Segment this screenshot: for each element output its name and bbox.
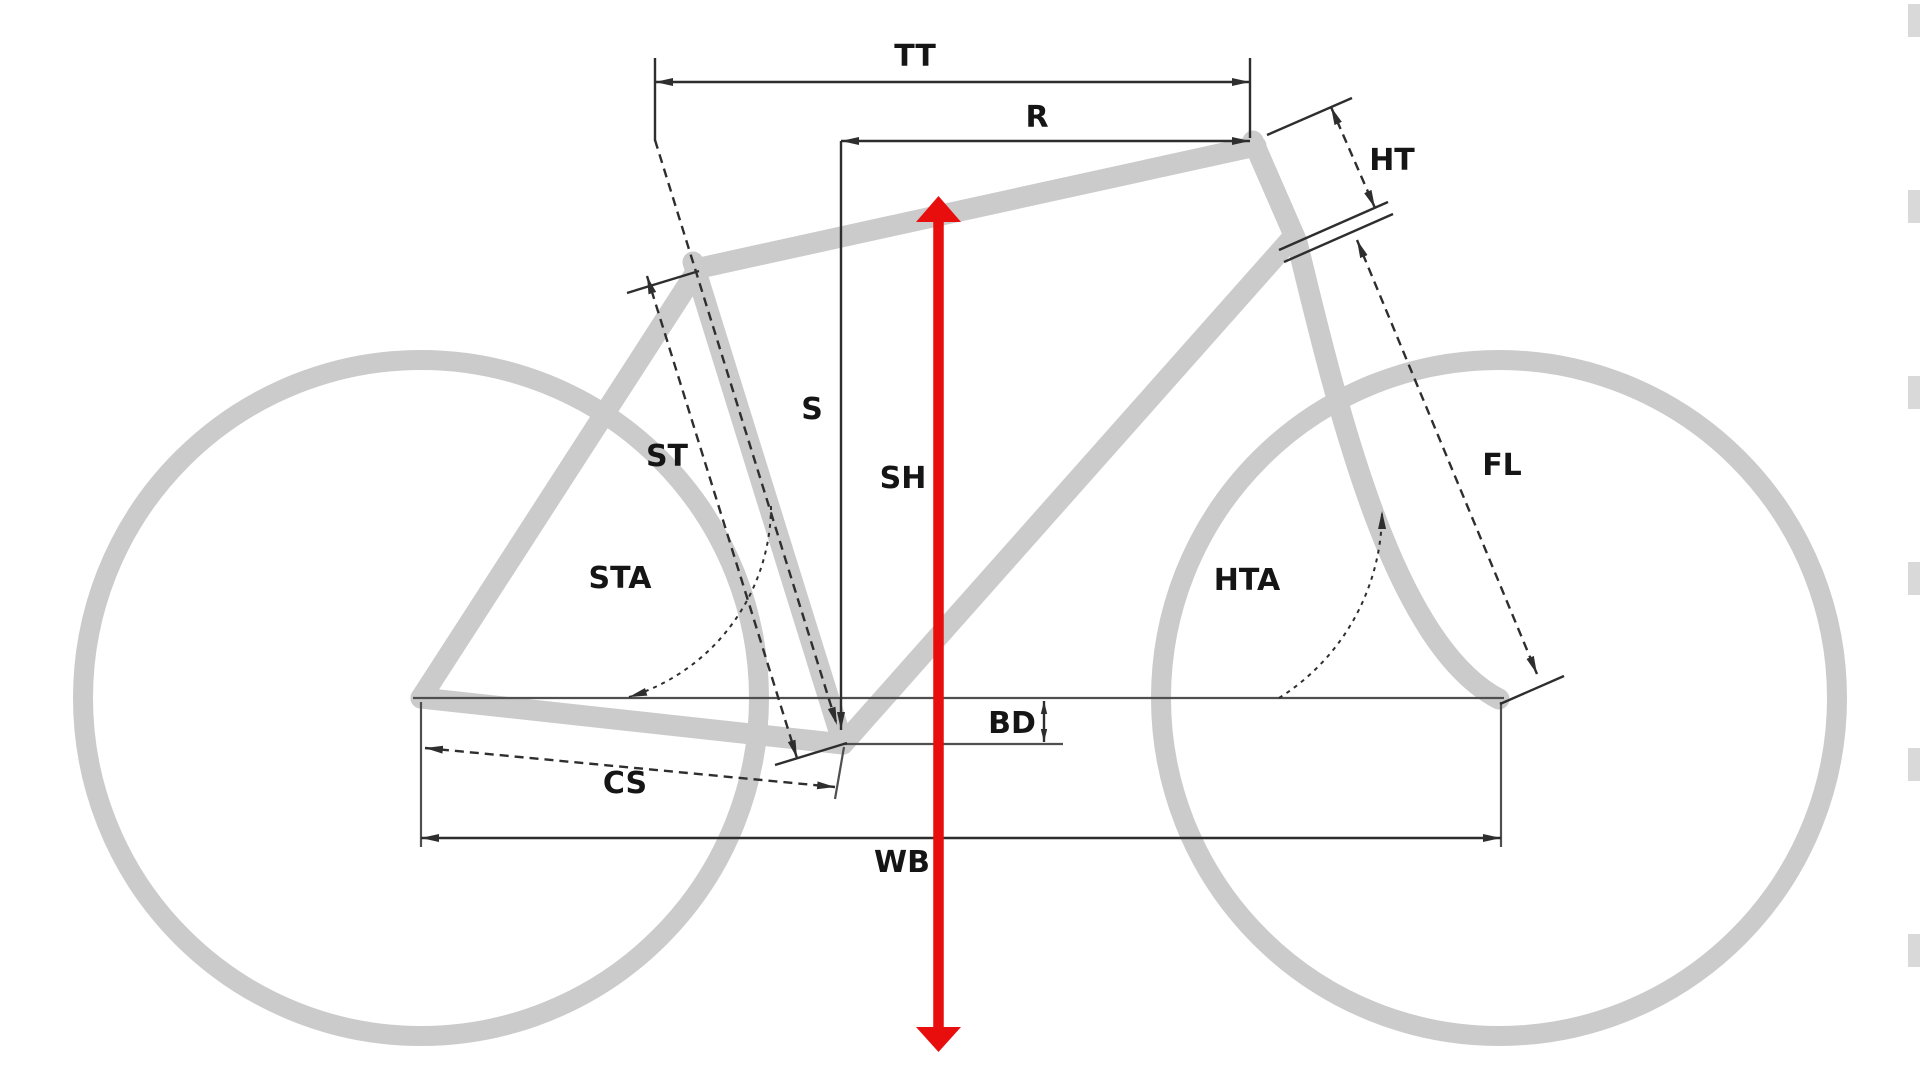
head-tube: [1242, 130, 1308, 253]
ht-tick-bottom-b: [1283, 212, 1394, 264]
label-ht: HT: [1369, 143, 1415, 178]
ht-dimension-line: [1329, 106, 1377, 209]
label-sh: SH: [880, 461, 927, 496]
label-stack: S: [801, 392, 823, 427]
dimension-labels: TT R HT S SH ST STA HTA FL BD CS WB: [589, 39, 1522, 880]
label-tt: TT: [894, 39, 936, 74]
bike-silhouette: [73, 130, 1847, 1046]
reference-lines: [413, 696, 1504, 847]
label-st: ST: [646, 439, 689, 474]
st-dimension-line: [645, 275, 799, 759]
label-fl: FL: [1482, 448, 1522, 483]
label-cs: CS: [603, 766, 647, 801]
standover-arrow-head-bottom: [916, 1027, 961, 1052]
label-hta: HTA: [1214, 563, 1281, 598]
label-sta: STA: [589, 561, 653, 596]
seat-stay-tube: [410, 261, 707, 709]
sta-angle-arc: [628, 505, 772, 698]
standover-arrow: [916, 196, 961, 1052]
label-wb: WB: [874, 845, 930, 880]
chain-stay-tube: [410, 687, 854, 755]
fl-dimension-line: [1355, 239, 1539, 675]
front-axle-tick: [1499, 674, 1565, 706]
fork-blade: [1286, 231, 1510, 710]
bb-perp-extension: [833, 746, 846, 800]
cs-dimension-line: [424, 745, 836, 790]
ht-tick-top: [1266, 96, 1353, 137]
standover-arrow-head-top: [916, 196, 961, 222]
top-tube: [689, 135, 1267, 279]
down-tube: [832, 227, 1303, 755]
ht-tick-bottom-a: [1278, 200, 1389, 252]
label-bd: BD: [988, 706, 1036, 741]
label-reach: R: [1025, 100, 1048, 135]
hta-angle-arc: [1278, 510, 1387, 699]
dimension-lines: [421, 58, 1565, 842]
